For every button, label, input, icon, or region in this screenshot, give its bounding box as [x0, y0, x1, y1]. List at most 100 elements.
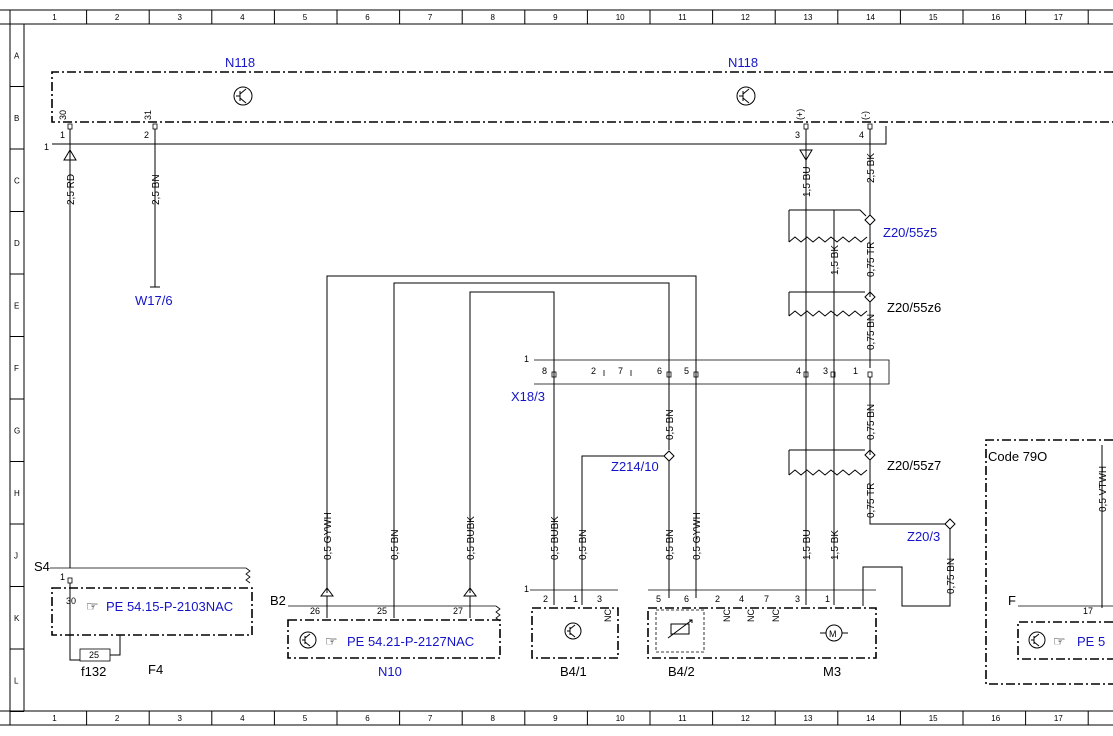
column-label: 1	[52, 13, 57, 22]
m-pin-4: 4	[739, 594, 744, 604]
hand-pointer-icon: ☞	[325, 633, 338, 649]
wire-label: 0,5 BN	[390, 529, 401, 560]
pe-link-label[interactable]: PE 54.21-P-2127NAC	[347, 634, 474, 649]
column-label: 17	[1054, 13, 1063, 22]
b41-pin-2: 2	[543, 594, 548, 604]
b2-pin-25: 25	[377, 606, 387, 616]
column-label: 6	[365, 13, 370, 22]
hand-pointer-icon: ☞	[1053, 633, 1066, 649]
m-pin-nc: NC	[722, 609, 732, 622]
column-label: 2	[115, 13, 120, 22]
column-label: 10	[616, 13, 625, 22]
s4-f4-block: S4 1 30 ☞ PE 54.15-P-2103NAC 25 f132 F4	[34, 559, 253, 679]
x-pin-5: 5	[684, 366, 689, 376]
x18-3-label[interactable]: X18/3	[511, 389, 545, 404]
column-label: 5	[303, 714, 308, 723]
x18-3-connector: 1 8 2 7 6 5 4 3 1 X18/3	[511, 354, 890, 404]
wire-label: 1,5 BU	[802, 529, 813, 560]
m-pin-nc: NC	[771, 609, 781, 622]
row-label: A	[14, 51, 20, 60]
b2-n10-block: B2 26 25 27 ☞ PE 54.21-P-2127NAC N10	[270, 587, 501, 679]
z20-55z7-label: Z20/55z7	[887, 458, 941, 473]
column-label: 15	[929, 13, 938, 22]
column-label: 8	[491, 714, 496, 723]
splice-icon	[864, 449, 876, 461]
x-pin-4: 4	[796, 366, 801, 376]
wire-label: 0,75 BN	[946, 558, 957, 594]
left-wires: 2,5 RD 2,5 BN W17/6	[63, 129, 173, 568]
z214-10-label[interactable]: Z214/10	[611, 459, 659, 474]
column-label: 15	[929, 714, 938, 723]
n118-label-right[interactable]: N118	[728, 55, 758, 70]
signal-wires: 0,5 BN Z214/10 0,5 GYWH 0,5 BN 0,5 BUBK …	[323, 275, 841, 607]
splice-icon	[864, 291, 876, 303]
wire-label: 0,5 BN	[665, 529, 676, 560]
column-label: 11	[678, 714, 687, 723]
column-label: 2	[115, 714, 120, 723]
x-pin-1: 1	[853, 366, 858, 376]
wire-label: 0,75 BN	[866, 404, 877, 440]
b2-pin-27: 27	[453, 606, 463, 616]
b41-ref: 1	[524, 584, 529, 594]
column-label: 7	[428, 714, 433, 723]
f132-label: f132	[81, 664, 106, 679]
wire-label: 1,5 BK	[830, 245, 841, 275]
row-label: H	[14, 489, 20, 498]
column-label: 16	[991, 13, 1000, 22]
pin-30: 30	[58, 110, 68, 120]
pe-link-54-21[interactable]: ☞ PE 54.21-P-2127NAC	[325, 633, 474, 649]
column-label: 3	[178, 714, 183, 723]
x-ref: 1	[524, 354, 529, 364]
row-label: J	[14, 551, 18, 560]
grid-frame	[0, 9, 1113, 726]
pe-link-label[interactable]: PE 5	[1077, 634, 1105, 649]
row-label: B	[14, 114, 19, 123]
z20-3-label[interactable]: Z20/3	[907, 529, 940, 544]
f4-label: F4	[148, 662, 163, 677]
z20-55z6-label: Z20/55z6	[887, 300, 941, 315]
wire-label: 0,5 BUBK	[466, 516, 477, 560]
f-pin-17: 17	[1083, 606, 1093, 616]
z20-55z5-label[interactable]: Z20/55z5	[883, 225, 937, 240]
code-79o-block: Code 79O 0,5 VTWH F 17 ☞ PE 5	[985, 439, 1113, 685]
splice-icon	[864, 214, 876, 226]
pin-plus: (+)	[795, 109, 805, 120]
column-label: 11	[678, 13, 687, 22]
z20-wires: 0,75 BN Z20/55z7 0,75 TR Z20/3 0,75 BN	[788, 377, 957, 607]
pin-2: 2	[144, 130, 149, 140]
row-label: L	[14, 676, 19, 685]
n10-label[interactable]: N10	[378, 664, 402, 679]
b4-2-label: B4/2	[668, 664, 695, 679]
column-label: 3	[178, 13, 183, 22]
row-label: F	[14, 364, 19, 373]
pin-31: 31	[143, 110, 153, 120]
m3-label: M3	[823, 664, 841, 679]
n118-label-left[interactable]: N118	[225, 55, 255, 70]
pe-link-right[interactable]: ☞ PE 5	[1053, 633, 1105, 649]
pe-link-54-15[interactable]: ☞ PE 54.15-P-2103NAC	[86, 598, 233, 614]
b41-pin-3: 3	[597, 594, 602, 604]
column-label: 10	[616, 714, 625, 723]
bus-ref: 1	[44, 142, 49, 152]
w17-6-label[interactable]: W17/6	[135, 293, 173, 308]
b4-1-label: B4/1	[560, 664, 587, 679]
m-pin-3: 3	[795, 594, 800, 604]
m-pin-7: 7	[764, 594, 769, 604]
m-pin-5: 5	[656, 594, 661, 604]
m3-block: 5 6 2 4 7 3 1 NC NC NC M B4/2 M3	[647, 568, 877, 679]
column-label: 12	[741, 13, 750, 22]
column-label: 9	[553, 714, 558, 723]
wire-label: 0,75 TR	[866, 242, 877, 277]
pe-link-label[interactable]: PE 54.15-P-2103NAC	[106, 599, 233, 614]
column-label: 5	[303, 13, 308, 22]
row-label: D	[14, 239, 20, 248]
column-label: 17	[1054, 714, 1063, 723]
wire-label: 0,5 VTWH	[1098, 466, 1109, 512]
column-label: 16	[991, 714, 1000, 723]
wire-label: 2,5 BN	[151, 174, 162, 205]
b2-pin-26: 26	[310, 606, 320, 616]
column-label: 14	[866, 13, 875, 22]
column-label: 14	[866, 714, 875, 723]
pin-4: 4	[859, 130, 864, 140]
